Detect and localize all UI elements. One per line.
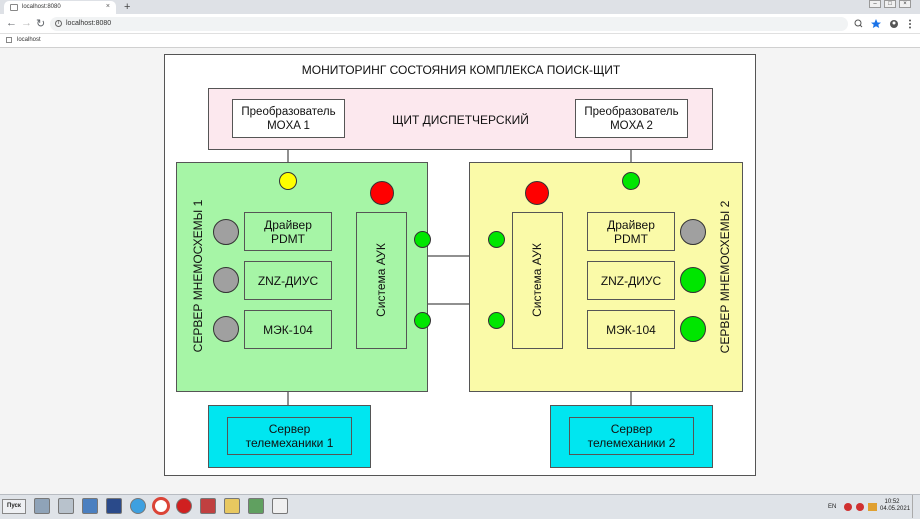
diagram-title: МОНИТОРИНГ СОСТОЯНИЯ КОМПЛЕКСА ПОИСК-ЩИТ <box>301 63 621 77</box>
show-desktop-button[interactable] <box>912 495 920 518</box>
bookmark-item[interactable]: localhost <box>17 37 41 43</box>
address-bar[interactable]: i localhost:8080 <box>50 17 848 31</box>
telemech-server2-box[interactable]: Сервер телемеханики 2 <box>569 417 694 455</box>
s2-znz-status-indicator <box>680 267 706 293</box>
s2-driver-line2: PDMT <box>614 231 648 246</box>
bookmark-star-icon[interactable] <box>871 19 881 28</box>
tray-app-icon[interactable] <box>868 503 877 511</box>
info-icon[interactable]: i <box>55 20 62 27</box>
tab-title: localhost:8080 <box>22 4 61 10</box>
clock[interactable]: 10:52 04.05.2021 <box>880 499 911 513</box>
telemech-server2 <box>550 405 713 468</box>
s1-auk-status-indicator <box>370 181 394 205</box>
computer-icon[interactable] <box>34 498 50 514</box>
folder-icon[interactable] <box>224 498 240 514</box>
app-icon[interactable] <box>200 498 216 514</box>
s1-driver-module[interactable]: Драйвер PDMT <box>244 212 332 251</box>
s1-mek-status-indicator <box>213 316 239 342</box>
browser-tab-bar <box>0 0 920 14</box>
zoom-icon[interactable] <box>854 19 863 28</box>
s1-driver-line2: PDMT <box>271 231 305 246</box>
powershell-icon[interactable] <box>82 498 98 514</box>
converter-moxa1-line2: MOXA 1 <box>267 119 310 132</box>
profile-icon[interactable] <box>890 20 898 28</box>
s1-znz-status-indicator <box>213 267 239 293</box>
s2-driver-line1: Драйвер <box>607 217 655 232</box>
s1-znz-module[interactable]: ZNZ-ДИУС <box>244 261 332 300</box>
converter-moxa2[interactable]: Преобразователь MOXA 2 <box>575 99 688 138</box>
s1-znz-label: ZNZ-ДИУС <box>257 273 319 288</box>
diagram-panel: МОНИТОРИНГ СОСТОЯНИЯ КОМПЛЕКСА ПОИСК-ЩИТ… <box>164 54 756 476</box>
reload-button[interactable]: ↻ <box>36 18 46 30</box>
telemech2-line1: Сервер <box>610 422 653 436</box>
tray-icons <box>844 503 877 511</box>
new-tab-button[interactable]: + <box>124 1 131 13</box>
server1-label: СЕРВЕР МНЕМОСХЕМЫ 1 <box>191 199 205 353</box>
toolbar-icons <box>854 19 911 29</box>
s2-mek-module[interactable]: МЭК-104 <box>587 310 675 349</box>
s1-auk-label: Система АУК <box>374 243 388 317</box>
url-text: localhost:8080 <box>66 20 112 27</box>
tray-app-icon[interactable] <box>844 503 852 511</box>
close-tab-icon[interactable]: × <box>105 3 110 10</box>
telemech2-line2: телемеханики 2 <box>587 436 676 450</box>
forward-button[interactable]: → <box>21 17 32 29</box>
converter-moxa1-line1: Преобразователь <box>241 105 336 118</box>
ie-icon[interactable] <box>130 498 146 514</box>
moxa2-status-indicator <box>622 172 640 190</box>
page-icon <box>10 4 18 11</box>
tray-app-icon[interactable] <box>856 503 864 511</box>
app-icon[interactable] <box>248 498 264 514</box>
s1-mek-module[interactable]: МЭК-104 <box>244 310 332 349</box>
converter-moxa2-line1: Преобразователь <box>584 105 679 118</box>
telemech1-line2: телемеханики 1 <box>245 436 334 450</box>
s2-znz-label: ZNZ-ДИУС <box>600 273 662 288</box>
s1-auk-system[interactable] <box>356 212 407 349</box>
s1-mek-label: МЭК-104 <box>263 322 313 337</box>
iec-104-icon[interactable] <box>272 498 288 514</box>
start-button[interactable]: Пуск <box>2 499 26 514</box>
s2-auk-system[interactable] <box>512 212 563 349</box>
language-indicator[interactable]: EN <box>828 504 837 510</box>
telemech1-line1: Сервер <box>268 422 311 436</box>
moxa1-status-indicator <box>279 172 297 190</box>
auk2-link-top-indicator <box>488 231 505 248</box>
ruby-icon[interactable] <box>176 498 192 514</box>
back-button[interactable]: ← <box>6 17 17 29</box>
bookmarks-bar: localhost <box>0 34 920 48</box>
s1-driver-status-indicator <box>213 219 239 245</box>
minimize-button[interactable]: – <box>869 0 881 8</box>
app-icon[interactable] <box>106 498 122 514</box>
browser-tab[interactable]: localhost:8080 × <box>4 1 116 14</box>
chrome-icon[interactable] <box>152 497 170 515</box>
s2-mek-status-indicator <box>680 316 706 342</box>
converter-moxa2-line2: MOXA 2 <box>610 119 653 132</box>
menu-icon[interactable] <box>909 19 911 29</box>
s2-driver-status-indicator <box>680 219 706 245</box>
s2-znz-module[interactable]: ZNZ-ДИУС <box>587 261 675 300</box>
telemech-server1 <box>208 405 371 468</box>
auk1-link-bottom-indicator <box>414 312 431 329</box>
s1-driver-line1: Драйвер <box>264 217 312 232</box>
auk1-link-top-indicator <box>414 231 431 248</box>
telemech-server1-box[interactable]: Сервер телемеханики 1 <box>227 417 352 455</box>
s2-auk-label: Система АУК <box>530 243 544 317</box>
server2-label: СЕРВЕР МНЕМОСХЕМЫ 2 <box>718 200 732 354</box>
maximize-button[interactable]: □ <box>884 0 896 8</box>
dispatch-panel-label: ЩИТ ДИСПЕТЧЕРСКИЙ <box>392 113 529 127</box>
close-window-button[interactable]: × <box>899 0 911 8</box>
page-icon <box>6 37 12 43</box>
s2-auk-status-indicator <box>525 181 549 205</box>
s2-driver-module[interactable]: Драйвер PDMT <box>587 212 675 251</box>
converter-moxa1[interactable]: Преобразователь MOXA 1 <box>232 99 345 138</box>
search-icon[interactable] <box>58 498 74 514</box>
clock-time: 10:52 <box>884 499 900 505</box>
s2-mek-label: МЭК-104 <box>606 322 656 337</box>
auk2-link-bottom-indicator <box>488 312 505 329</box>
clock-date: 04.05.2021 <box>880 506 911 512</box>
